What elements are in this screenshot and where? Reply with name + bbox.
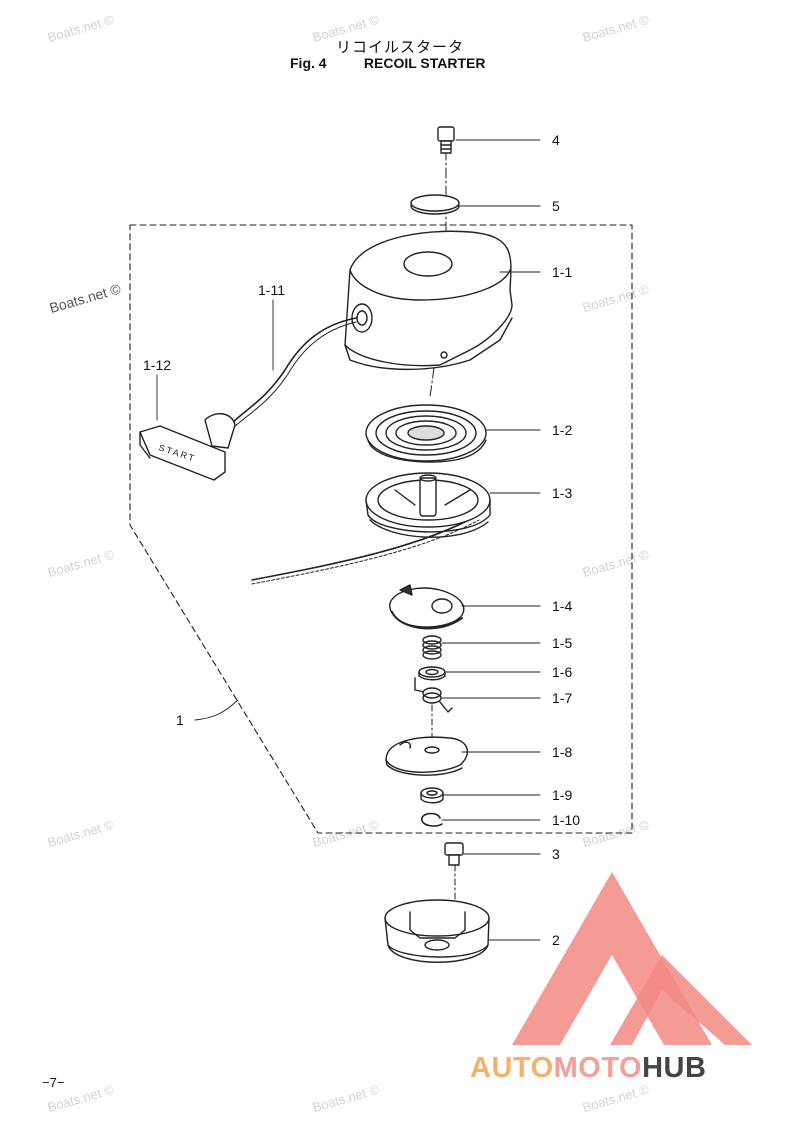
spring-part-1-5 (422, 635, 442, 660)
cap-part-5 (410, 194, 460, 215)
title-japanese: リコイルスタータ (335, 39, 464, 56)
rope-part-1-11 (232, 321, 357, 429)
e-ring-part-1-10 (421, 812, 443, 827)
bolt-part-3 (444, 842, 464, 866)
washer-part-1-6 (418, 666, 446, 681)
brand-part-hub: HUB (642, 1052, 707, 1084)
callout-1-7: 1-7 (552, 690, 573, 706)
callout-4: 4 (552, 132, 560, 148)
bolt-part-4 (437, 126, 455, 154)
callout-1-3: 1-3 (552, 485, 573, 501)
callout-1-5: 1-5 (552, 635, 573, 651)
figure-number: Fig. 4 (290, 55, 327, 71)
page-number: −7− (42, 1075, 65, 1090)
callout-1-6: 1-6 (552, 664, 573, 680)
rope-part-1-11 (229, 317, 357, 426)
leader-lines (156, 139, 541, 941)
callout-1-4: 1-4 (552, 598, 573, 614)
callout-1-12: 1-12 (143, 357, 172, 373)
figure-name: RECOIL STARTER (363, 55, 486, 71)
brand-part-moto: MOTO (553, 1052, 643, 1084)
callout-2: 2 (552, 932, 560, 948)
spiral-spring-part-1-2 (365, 404, 487, 463)
callout-1-8: 1-8 (552, 744, 573, 760)
rope-part-1-11 (251, 514, 479, 581)
ratchet-part-1-4 (389, 584, 465, 630)
pulley-part-2 (384, 899, 490, 963)
callout-1-10: 1-10 (552, 812, 581, 828)
callout-3: 3 (552, 846, 560, 862)
callout-1-1: 1-1 (552, 264, 573, 280)
brand-logo-mark (512, 872, 752, 1045)
bush-part-1-9 (420, 787, 444, 804)
rope-part-1-11 (251, 519, 480, 585)
handle-part-1-12: START (139, 413, 236, 481)
callout-1: 1 (176, 712, 184, 728)
friction-plate-part-1-8 (385, 736, 469, 776)
starter-case-part-1-1 (344, 230, 513, 371)
callout-1-2: 1-2 (552, 422, 573, 438)
brand-part-auto: AUTO (470, 1052, 554, 1084)
figure-title: Fig. 4 RECOIL STARTER (290, 55, 486, 71)
center-axis (429, 367, 435, 398)
assembly-boundary (129, 224, 633, 834)
reel-part-1-3 (365, 472, 491, 538)
callout-5: 5 (552, 198, 560, 214)
callout-1-11: 1-11 (258, 282, 285, 298)
callout-1-9: 1-9 (552, 787, 573, 803)
return-spring-part-1-7 (414, 677, 453, 713)
brand-wordmark: AUTOMOTOHUB (470, 1052, 706, 1085)
